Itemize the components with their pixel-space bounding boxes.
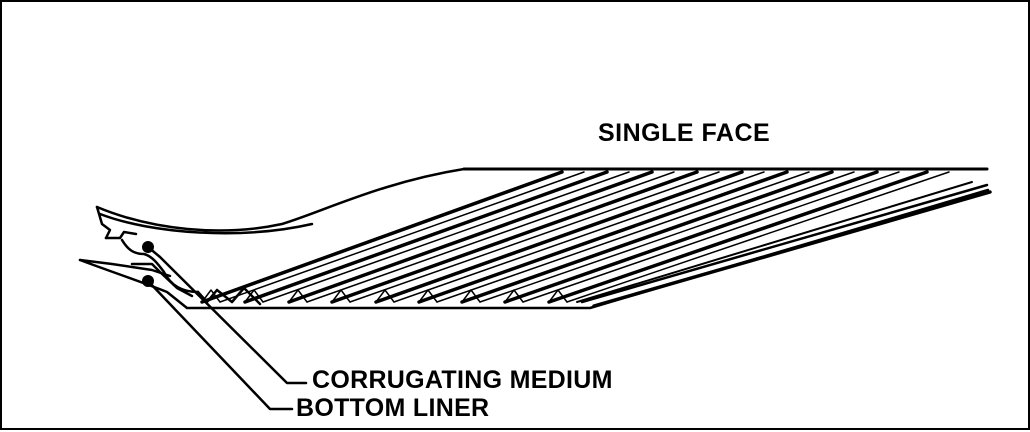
flute-trough [461, 289, 481, 303]
medium-edge [120, 238, 262, 306]
flute-line [330, 170, 699, 304]
flute-line [566, 171, 950, 303]
flute-trough [244, 289, 264, 303]
flute-line [243, 170, 609, 304]
flute-line [503, 170, 879, 304]
flute-line [522, 171, 900, 303]
corrugating-medium-leader [146, 245, 308, 385]
bottom-liner [78, 183, 992, 310]
flute-line [374, 170, 744, 304]
flute-line [576, 181, 973, 303]
flute-trough [331, 289, 351, 303]
flute-line [479, 171, 855, 303]
flute-line [436, 171, 810, 303]
flute-trough [548, 289, 568, 303]
bottom-liner-leader [146, 279, 294, 411]
single-face-title: SINGLE FACE [598, 119, 771, 147]
corrugating-medium [200, 170, 973, 304]
flute-line [262, 171, 630, 303]
flute-line [287, 170, 654, 304]
bottom-liner-label: BOTTOM LINER [296, 394, 490, 422]
flute-line [200, 170, 564, 304]
flute-trough [375, 289, 395, 303]
flute-line [306, 171, 675, 303]
flute-line [219, 171, 585, 303]
flute-trough [504, 289, 524, 303]
flute-trough [288, 289, 308, 303]
corrugating-medium-label: CORRUGATING MEDIUM [312, 366, 613, 394]
flute-trough [418, 289, 438, 303]
flute-line [547, 170, 929, 304]
top-liner [95, 167, 989, 240]
flute-line [417, 170, 789, 304]
flute-line [349, 171, 720, 303]
flute-line [393, 171, 765, 303]
flute-line [460, 170, 834, 304]
